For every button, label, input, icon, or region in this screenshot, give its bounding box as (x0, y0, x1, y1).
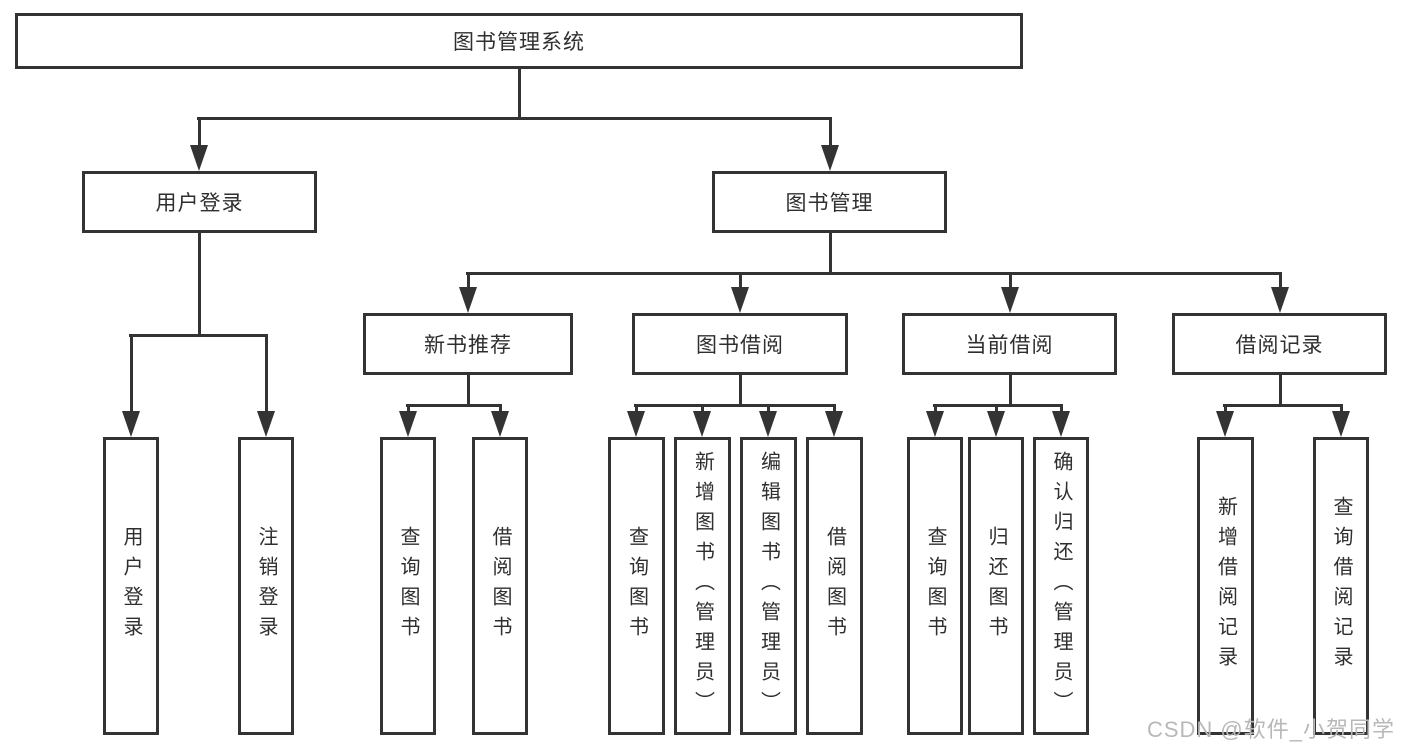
connector-line (634, 404, 836, 407)
arrowhead-icon (257, 411, 275, 437)
connector-line (406, 404, 502, 407)
connector-line (129, 334, 268, 337)
leaf-edit-book-admin: 编辑图书（管理员） (740, 437, 797, 735)
arrowhead-icon (190, 145, 208, 171)
arrowhead-icon (1216, 411, 1234, 437)
connector-line (833, 405, 836, 414)
connector-line (767, 405, 770, 414)
connector-line (198, 233, 201, 335)
connector-line (467, 273, 470, 290)
leaf-query-books-borrowing: 查询图书 (608, 437, 665, 735)
connector-line (1279, 273, 1282, 290)
connector-line (933, 404, 1063, 407)
csdn-watermark: CSDN @软件_小贺同学 (1146, 717, 1395, 742)
node-library-management-system: 图书管理系统 (15, 13, 1023, 69)
arrowhead-icon (1001, 287, 1019, 313)
arrowhead-icon (825, 411, 843, 437)
leaf-borrow-books-borrowing: 借阅图书 (806, 437, 863, 735)
connector-line (1223, 404, 1343, 407)
node-new-book-recommendation: 新书推荐 (363, 313, 573, 375)
connector-line (1279, 375, 1282, 405)
connector-line (1224, 405, 1227, 414)
arrowhead-icon (821, 145, 839, 171)
arrowhead-icon (399, 411, 417, 437)
connector-line (1009, 273, 1012, 290)
node-book-borrowing: 图书借阅 (632, 313, 848, 375)
connector-line (197, 117, 832, 120)
arrowhead-icon (987, 411, 1005, 437)
arrowhead-icon (491, 411, 509, 437)
connector-line (829, 118, 832, 148)
node-current-borrowing: 当前借阅 (902, 313, 1117, 375)
leaf-borrow-books-recommend: 借阅图书 (472, 437, 528, 735)
connector-line (995, 405, 998, 414)
connector-line (701, 405, 704, 414)
leaf-return-books: 归还图书 (968, 437, 1024, 735)
arrowhead-icon (1271, 287, 1289, 313)
arrowhead-icon (627, 411, 645, 437)
connector-line (265, 335, 268, 414)
connector-line (934, 405, 937, 414)
leaf-add-borrow-record: 新增借阅记录 (1197, 437, 1254, 735)
leaf-confirm-return-admin: 确认归还（管理员） (1033, 437, 1089, 735)
leaf-add-book-admin: 新增图书（管理员） (674, 437, 731, 735)
connector-line (130, 335, 133, 414)
leaf-logout: 注销登录 (238, 437, 294, 735)
arrowhead-icon (731, 287, 749, 313)
connector-line (635, 405, 638, 414)
connector-line (1340, 405, 1343, 414)
arrowhead-icon (1052, 411, 1070, 437)
connector-line (739, 273, 742, 290)
node-user-login-module: 用户登录 (82, 171, 317, 233)
node-borrowing-records: 借阅记录 (1172, 313, 1387, 375)
leaf-query-books-recommend: 查询图书 (380, 437, 436, 735)
connector-line (407, 405, 410, 414)
connector-line (499, 405, 502, 414)
connector-line (739, 375, 742, 405)
arrowhead-icon (1332, 411, 1350, 437)
connector-line (467, 373, 470, 405)
connector-line (1060, 405, 1063, 414)
connector-line (1009, 375, 1012, 405)
leaf-query-borrow-record: 查询借阅记录 (1313, 437, 1369, 735)
arrowhead-icon (926, 411, 944, 437)
connector-line (466, 272, 1282, 275)
connector-line (518, 69, 521, 118)
arrowhead-icon (693, 411, 711, 437)
connector-line (198, 118, 201, 148)
leaf-query-books-current: 查询图书 (907, 437, 963, 735)
node-book-management-module: 图书管理 (712, 171, 947, 233)
arrowhead-icon (122, 411, 140, 437)
leaf-user-login: 用户登录 (103, 437, 159, 735)
arrowhead-icon (759, 411, 777, 437)
arrowhead-icon (459, 287, 477, 313)
connector-line (829, 233, 832, 273)
